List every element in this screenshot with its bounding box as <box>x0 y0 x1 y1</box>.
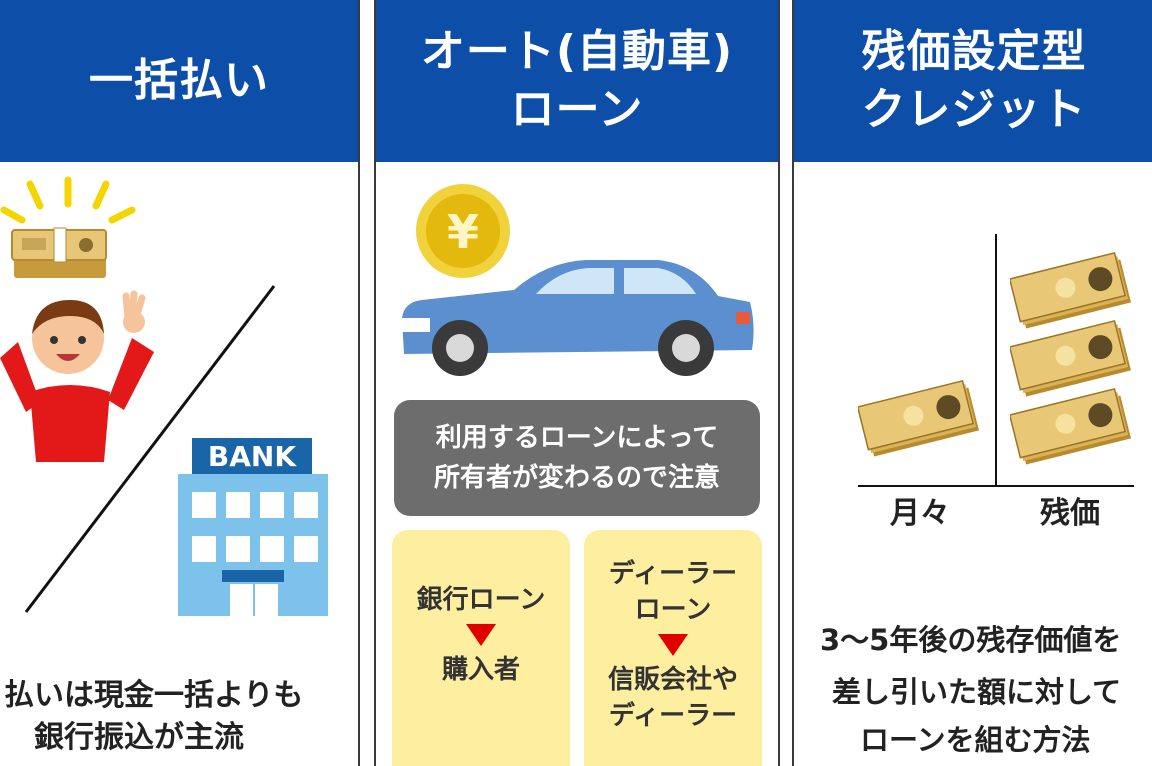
lump-sum-caption-1: 払いは現金一括よりも <box>4 678 304 713</box>
residual-credit-title-1: 残価設定型 <box>861 26 1087 77</box>
dealer-loan-title-2: ローン <box>634 595 712 625</box>
owner-caution-line-1: 利用するローンによって <box>435 423 719 453</box>
bank-loan-box: 銀行ローン 購入者 <box>392 530 570 766</box>
residual-caption-1: 3〜5年後の残存価値を <box>820 623 1122 657</box>
banknote-bundle-icon <box>11 227 107 278</box>
residual-caption-3: ローンを組む方法 <box>860 723 1091 757</box>
column-auto-loan: オート(自動車) ローン ¥ 利用するローンによって 所有者が変わるので注意 銀… <box>374 0 780 766</box>
happy-person-icon <box>0 290 154 462</box>
yen-symbol: ¥ <box>447 205 479 259</box>
excitement-rays-icon <box>0 176 136 224</box>
dealer-loan-owner-1: 信販会社や <box>607 665 738 695</box>
bank-loan-owner: 購入者 <box>441 655 520 685</box>
bank-building-icon <box>178 474 328 616</box>
monthly-label: 月々 <box>890 496 950 531</box>
banknote-stack-residual-icon <box>1010 251 1131 329</box>
bank-sign: BANK <box>192 438 312 476</box>
payment-split-axes <box>858 234 1134 487</box>
dealer-loan-title-1: ディーラー <box>608 559 738 589</box>
banknote-stack-monthly-icon <box>858 379 979 457</box>
dealer-loan-owner-2: ディーラー <box>608 701 738 731</box>
auto-loan-header: オート(自動車) ローン <box>376 0 778 162</box>
banknote-stack-residual-icon <box>1010 319 1131 397</box>
banknote-stack-residual-icon <box>1010 387 1131 465</box>
residual-caption-2: 差し引いた額に対して <box>832 675 1122 709</box>
lump-sum-header: 一括払い <box>0 0 358 162</box>
down-arrow-icon <box>466 624 496 646</box>
residual-credit-header: 残価設定型 クレジット <box>794 0 1152 162</box>
column-lump-sum: 一括払い BANK <box>0 0 360 766</box>
lump-sum-title: 一括払い <box>89 55 269 106</box>
owner-caution-note: 利用するローンによって 所有者が変わるので注意 <box>394 400 760 516</box>
yen-coin-icon: ¥ <box>416 184 510 278</box>
owner-caution-line-2: 所有者が変わるので注意 <box>433 463 720 493</box>
down-arrow-icon <box>658 634 688 656</box>
divider-slash <box>24 285 276 613</box>
residual-label: 残価 <box>1040 496 1100 531</box>
column-residual-credit: 残価設定型 クレジット <box>792 0 1152 766</box>
residual-credit-title-2: クレジット <box>861 84 1087 135</box>
auto-loan-title-2: ローン <box>510 84 644 135</box>
car-icon <box>402 260 754 376</box>
auto-loan-title-1: オート(自動車) <box>420 26 734 77</box>
lump-sum-caption-2: 銀行振込が主流 <box>34 720 244 755</box>
bank-loan-title: 銀行ローン <box>416 585 546 615</box>
dealer-loan-box: ディーラー ローン 信販会社や ディーラー <box>584 530 762 766</box>
